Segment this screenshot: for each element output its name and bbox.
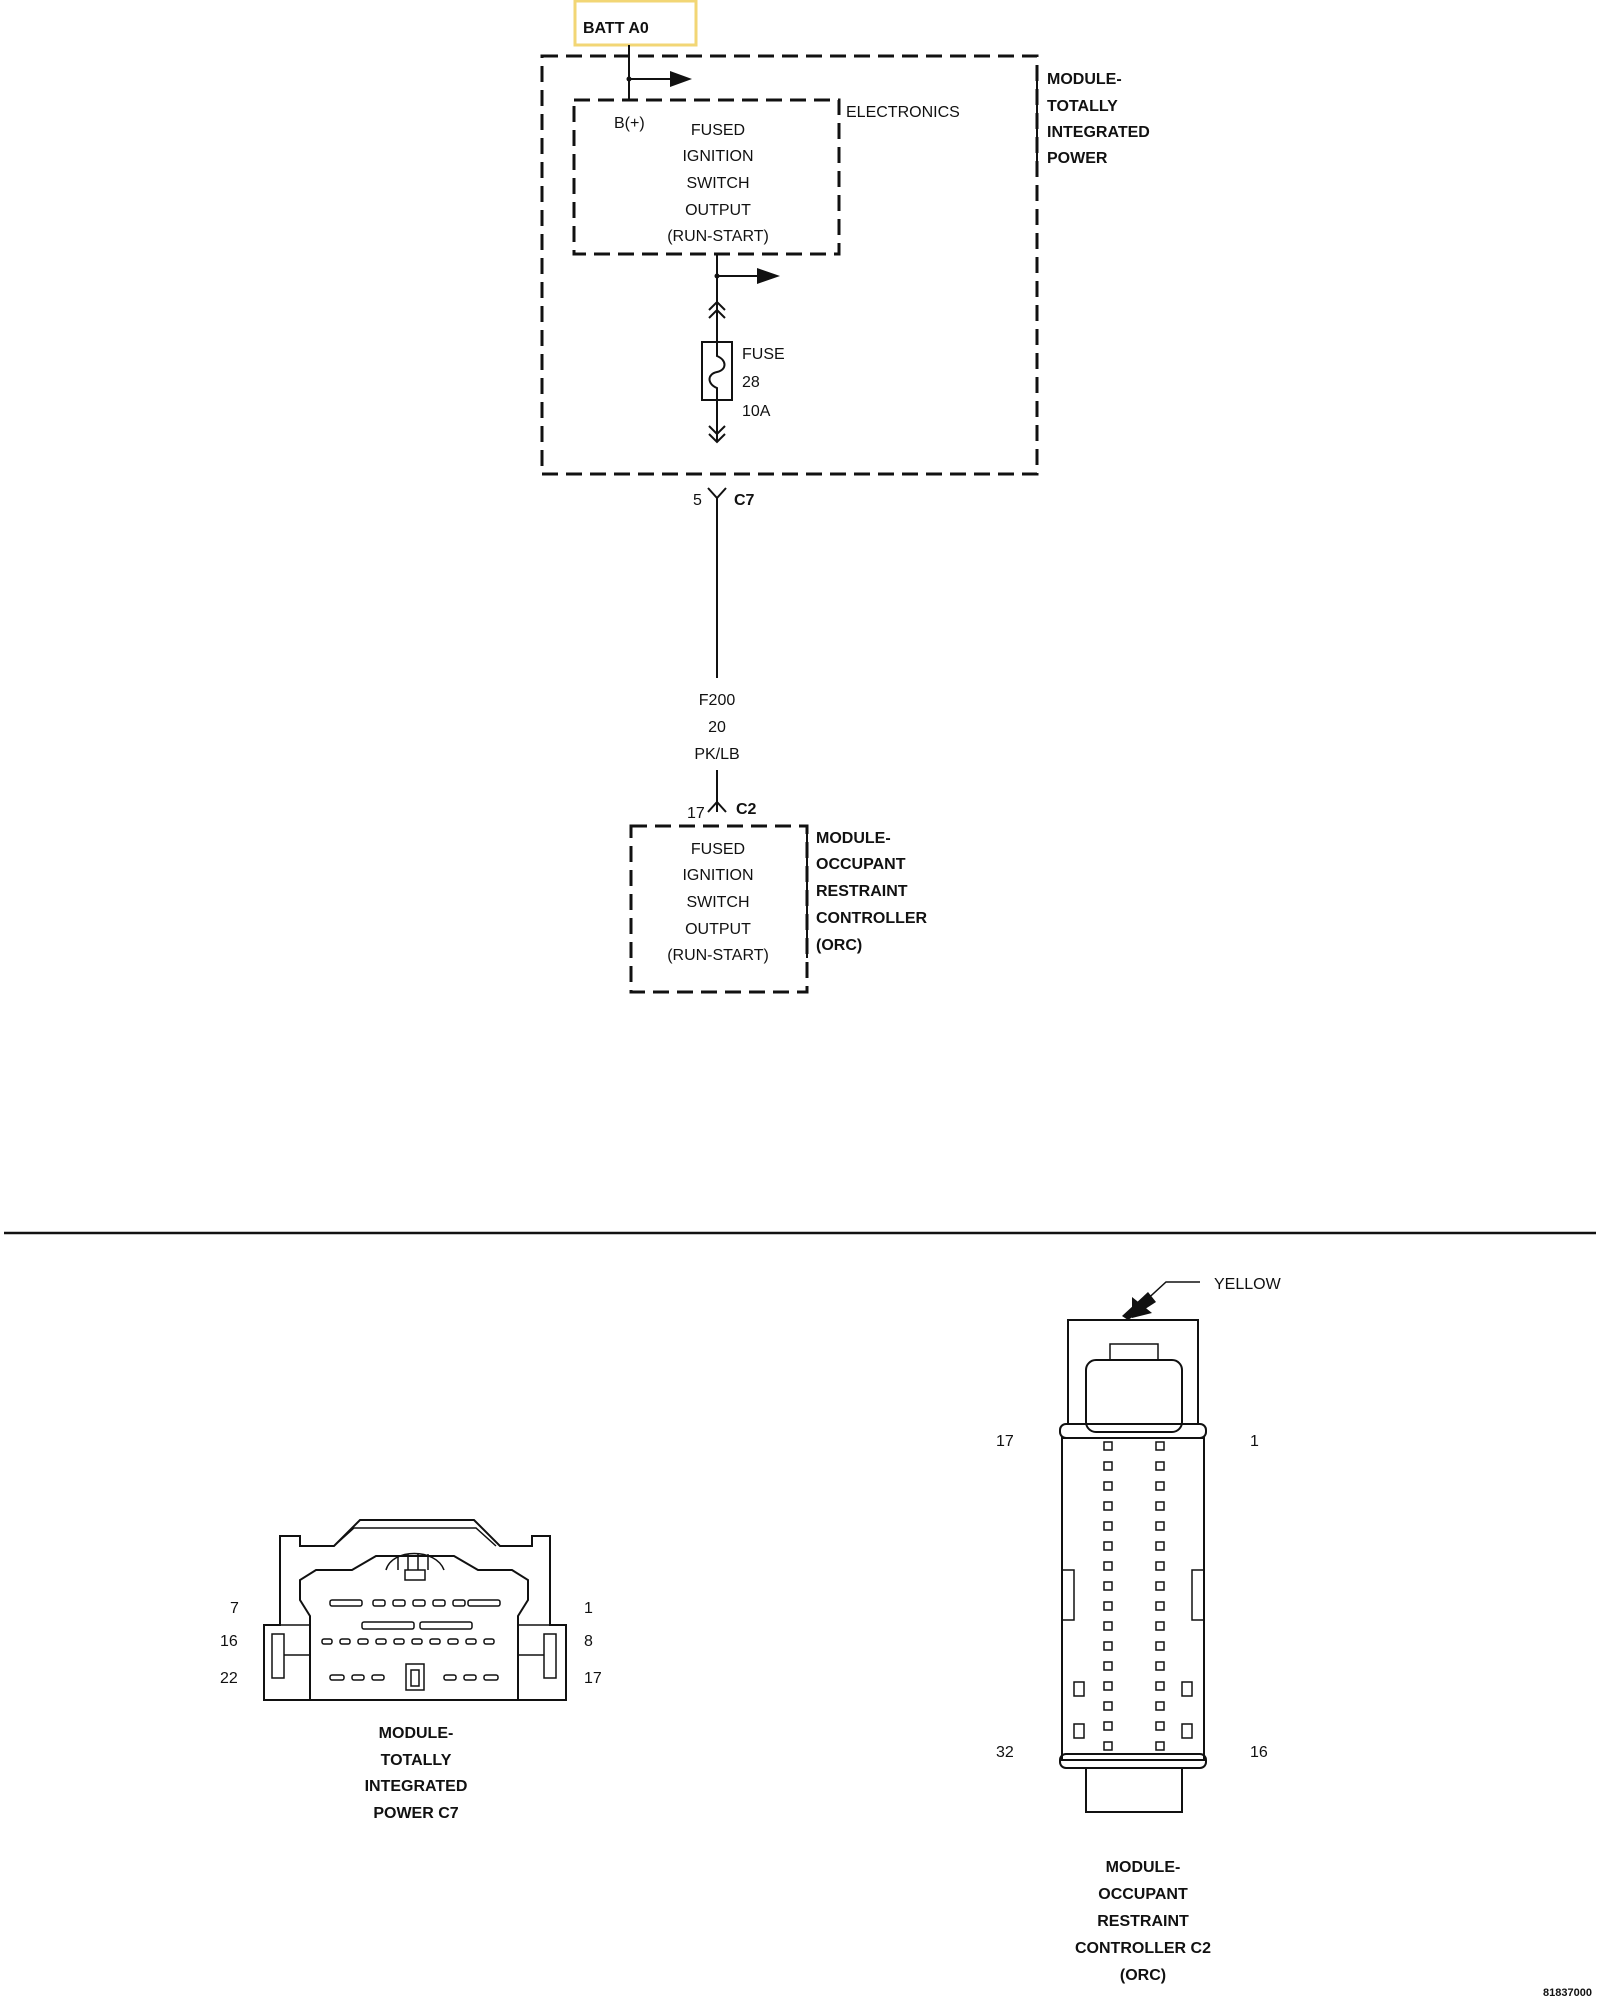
svg-text:POWER: POWER (1047, 150, 1108, 167)
c2-color-label: YELLOW (1214, 1276, 1282, 1293)
c2-pin: 17 (687, 805, 705, 822)
tipm-circuit-text: FUSED IGNITION SWITCH OUTPUT (RUN-START) (667, 122, 769, 245)
chevron-up-icon (708, 308, 726, 319)
svg-text:POWER C7: POWER C7 (373, 1805, 458, 1822)
svg-text:PK/LB: PK/LB (694, 746, 739, 763)
svg-text:OCCUPANT: OCCUPANT (1098, 1886, 1188, 1903)
svg-text:20: 20 (708, 719, 726, 736)
svg-text:MODULE-: MODULE- (1047, 71, 1122, 88)
svg-text:TOTALLY: TOTALLY (1047, 98, 1118, 115)
svg-text:FUSED: FUSED (691, 122, 745, 139)
svg-text:22: 22 (220, 1670, 238, 1687)
svg-text:(RUN-START): (RUN-START) (667, 228, 769, 245)
svg-text:OUTPUT: OUTPUT (685, 202, 751, 219)
chevron-down-icon (708, 425, 726, 436)
svg-text:CONTROLLER C2: CONTROLLER C2 (1075, 1940, 1211, 1957)
svg-text:SWITCH: SWITCH (686, 894, 749, 911)
c7-connector-view (263, 1519, 567, 1701)
svg-text:(RUN-START): (RUN-START) (667, 947, 769, 964)
arrow-right-icon (670, 71, 692, 87)
svg-text:1: 1 (584, 1600, 593, 1617)
svg-text:OCCUPANT: OCCUPANT (816, 856, 906, 873)
c2-pin-numbers: 17 1 32 16 (996, 1433, 1268, 1761)
svg-text:INTEGRATED: INTEGRATED (365, 1778, 468, 1795)
orc-module-label: MODULE- OCCUPANT RESTRAINT CONTROLLER (O… (816, 830, 928, 954)
c7-connector-symbol (707, 487, 727, 500)
tipm-module-box (540, 54, 1039, 476)
orc-module-box (629, 824, 809, 994)
svg-text:(ORC): (ORC) (1120, 1967, 1166, 1984)
c7-pin: 5 (693, 492, 702, 509)
batt-box (573, 0, 698, 47)
svg-text:SWITCH: SWITCH (686, 175, 749, 192)
c7-pin-numbers: 7 1 16 8 22 17 (220, 1600, 602, 1687)
c7-caption: MODULE- TOTALLY INTEGRATED POWER C7 (365, 1725, 468, 1822)
svg-text:F200: F200 (699, 692, 736, 709)
svg-text:1: 1 (1250, 1433, 1259, 1450)
chevron-down-icon (708, 433, 726, 444)
svg-text:10A: 10A (742, 403, 771, 420)
svg-text:8: 8 (584, 1633, 593, 1650)
svg-text:17: 17 (584, 1670, 602, 1687)
svg-text:FUSE: FUSE (742, 346, 785, 363)
arrow-right-icon (757, 268, 780, 284)
svg-text:17: 17 (996, 1433, 1014, 1450)
svg-text:INTEGRATED: INTEGRATED (1047, 124, 1150, 141)
fuse-element-icon (708, 342, 726, 400)
c2-name: C2 (736, 801, 757, 818)
svg-text:TOTALLY: TOTALLY (381, 1752, 452, 1769)
svg-text:32: 32 (996, 1744, 1014, 1761)
chevron-up-icon (708, 300, 726, 311)
c2-connector-view (1059, 1281, 1207, 1813)
svg-text:RESTRAINT: RESTRAINT (1097, 1913, 1189, 1930)
svg-text:IGNITION: IGNITION (682, 867, 753, 884)
c2-caption: MODULE- OCCUPANT RESTRAINT CONTROLLER C2… (1075, 1859, 1211, 1984)
orc-circuit-text: FUSED IGNITION SWITCH OUTPUT (RUN-START) (667, 841, 769, 964)
svg-text:MODULE-: MODULE- (816, 830, 891, 847)
electronics-box (572, 98, 841, 256)
svg-text:MODULE-: MODULE- (1106, 1859, 1181, 1876)
svg-text:16: 16 (1250, 1744, 1268, 1761)
svg-text:RESTRAINT: RESTRAINT (816, 883, 908, 900)
svg-text:MODULE-: MODULE- (379, 1725, 454, 1742)
fuse-label: FUSE 28 10A (742, 346, 785, 420)
electronics-label: ELECTRONICS (846, 104, 960, 121)
svg-text:OUTPUT: OUTPUT (685, 921, 751, 938)
svg-text:FUSED: FUSED (691, 841, 745, 858)
svg-text:IGNITION: IGNITION (682, 148, 753, 165)
document-id: 81837000 (1543, 1987, 1592, 1999)
c2-connector-symbol (707, 800, 727, 813)
svg-text:CONTROLLER: CONTROLLER (816, 910, 928, 927)
bplus-label: B(+) (614, 115, 645, 132)
svg-text:28: 28 (742, 374, 760, 391)
svg-text:16: 16 (220, 1633, 238, 1650)
svg-text:(ORC): (ORC) (816, 937, 862, 954)
tipm-module-label: MODULE- TOTALLY INTEGRATED POWER (1047, 71, 1150, 167)
wire-label: F200 20 PK/LB (694, 692, 739, 763)
c7-name: C7 (734, 492, 755, 509)
batt-label: BATT A0 (583, 20, 649, 37)
c2-cavity-grid (1103, 1441, 1165, 1751)
svg-text:7: 7 (230, 1600, 239, 1617)
